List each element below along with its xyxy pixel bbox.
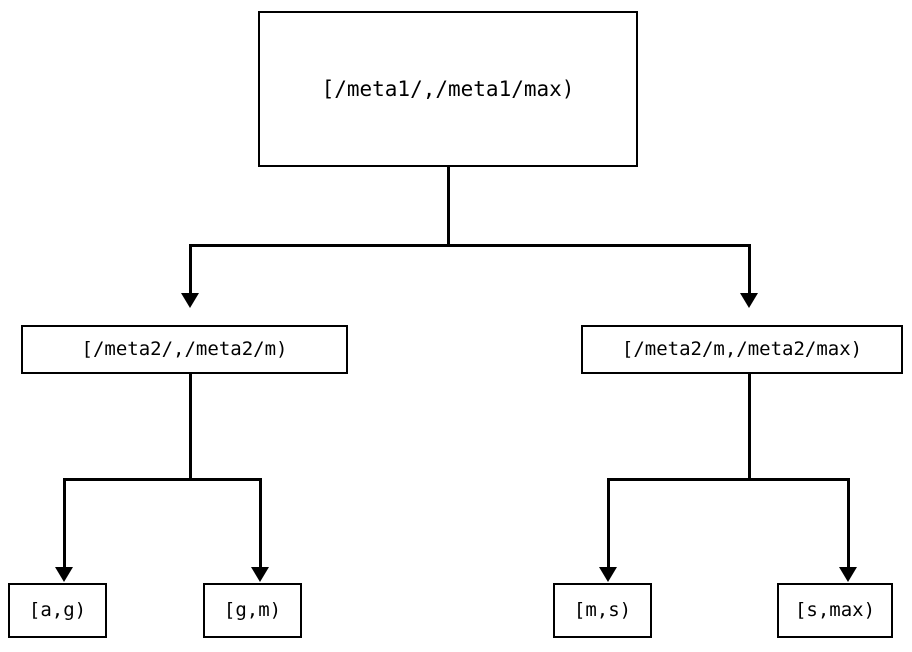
node-mid-right[interactable]: [/meta2/m,/meta2/max) xyxy=(581,325,903,374)
arrowhead-mid-right-to-smax-icon xyxy=(839,567,857,582)
node-mid-left[interactable]: [/meta2/,/meta2/m) xyxy=(21,325,348,374)
edge-root-to-mid-left-drop xyxy=(189,244,192,294)
edge-mid-right-to-ms-drop xyxy=(607,478,610,568)
edge-mid-left-to-gm-drop xyxy=(259,478,262,568)
node-leaf-g-m[interactable]: [g,m) xyxy=(203,583,302,638)
edge-root-to-mid-right-drop xyxy=(748,244,751,294)
arrowhead-mid-right-to-ms-icon xyxy=(599,567,617,582)
edge-mid-left-crossbar xyxy=(63,478,262,481)
arrowhead-mid-left-to-gm-icon xyxy=(251,567,269,582)
node-leaf-s-max[interactable]: [s,max) xyxy=(777,583,893,638)
arrowhead-root-to-mid-left-icon xyxy=(181,293,199,308)
edge-root-stem xyxy=(447,167,450,246)
arrowhead-mid-left-to-ag-icon xyxy=(55,567,73,582)
arrowhead-root-to-mid-right-icon xyxy=(740,293,758,308)
node-root[interactable]: [/meta1/,/meta1/max) xyxy=(258,11,638,167)
edge-mid-right-to-smax-drop xyxy=(847,478,850,568)
edge-mid-right-crossbar xyxy=(607,478,850,481)
edge-mid-left-stem xyxy=(189,374,192,481)
edge-mid-left-to-ag-drop xyxy=(63,478,66,568)
node-leaf-m-s[interactable]: [m,s) xyxy=(553,583,652,638)
edge-mid-right-stem xyxy=(748,374,751,481)
edge-root-crossbar xyxy=(189,244,751,247)
node-leaf-a-g[interactable]: [a,g) xyxy=(8,583,107,638)
